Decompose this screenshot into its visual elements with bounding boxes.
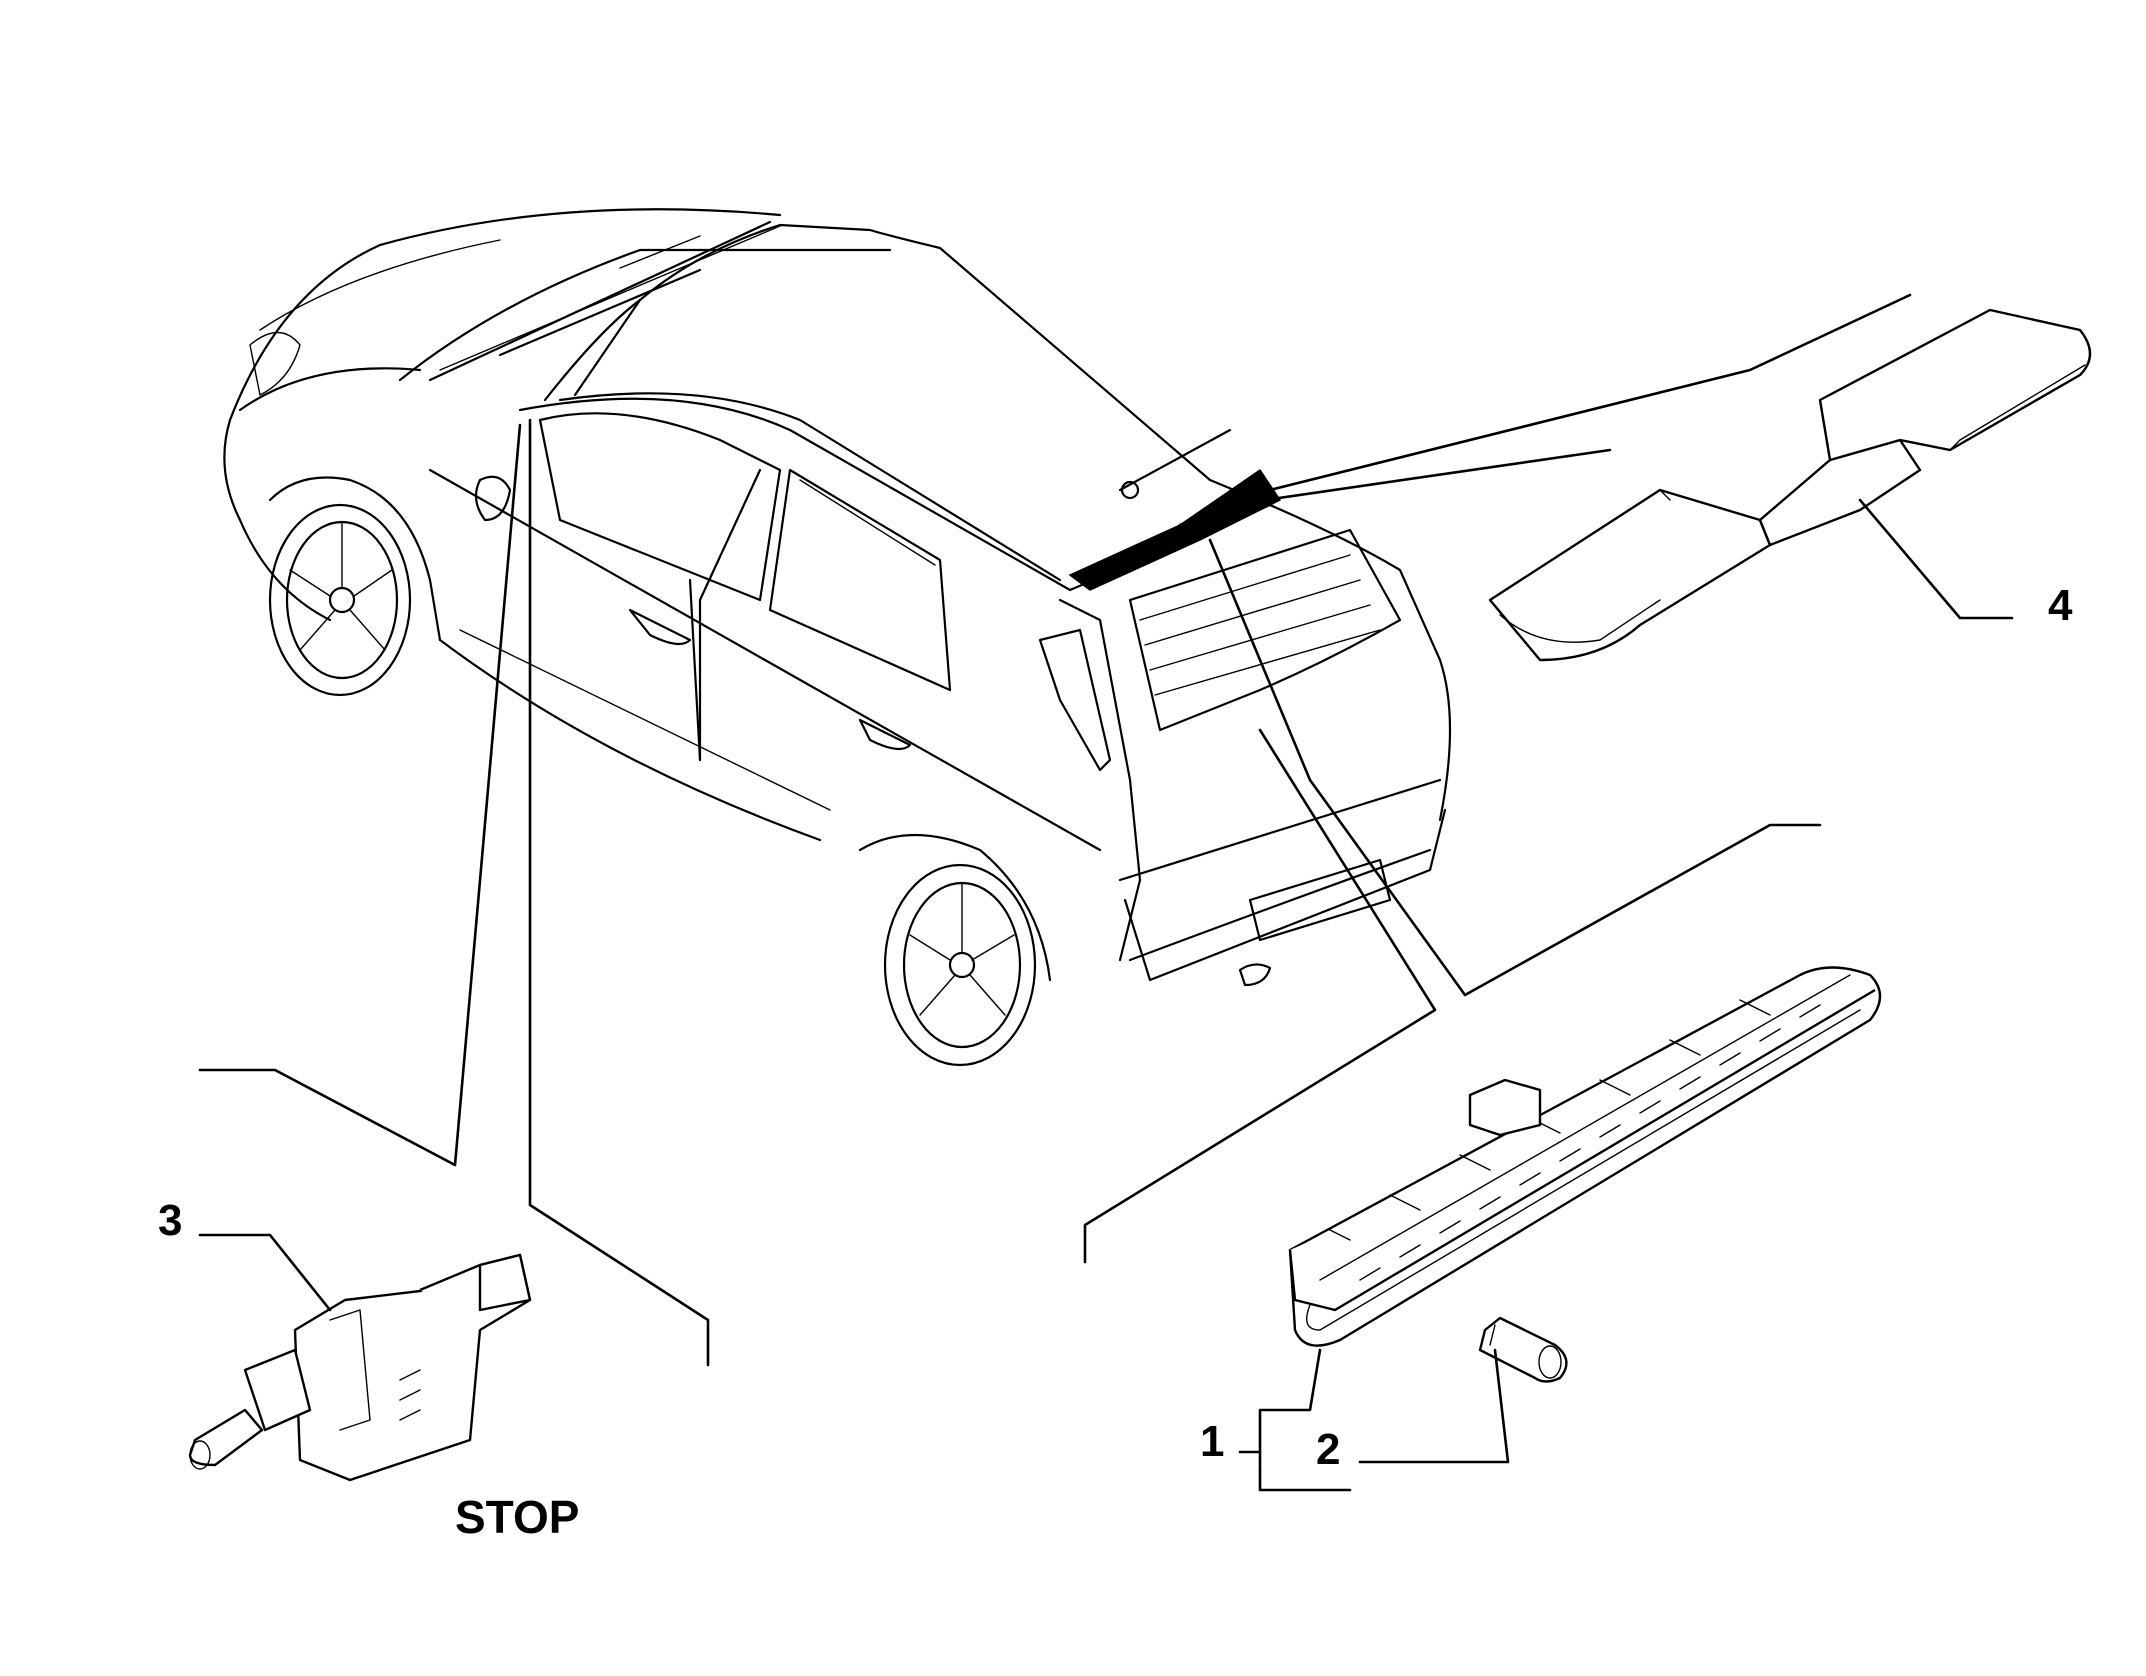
callout-1: 1	[1200, 1417, 1224, 1466]
stop-switch-icon	[188, 1253, 532, 1482]
bulb-icon	[1478, 1316, 1568, 1383]
car-illustration-icon	[223, 208, 1452, 1067]
spoiler-cover-icon	[1488, 308, 2092, 662]
high-level-brake-light-icon	[1288, 966, 1882, 1347]
callout-3: 3	[158, 1196, 182, 1245]
callout-2: 2	[1316, 1425, 1340, 1474]
callout-4: 4	[2048, 581, 2073, 630]
leader-lines	[198, 293, 2014, 1492]
stop-caption: STOP	[455, 1491, 579, 1543]
